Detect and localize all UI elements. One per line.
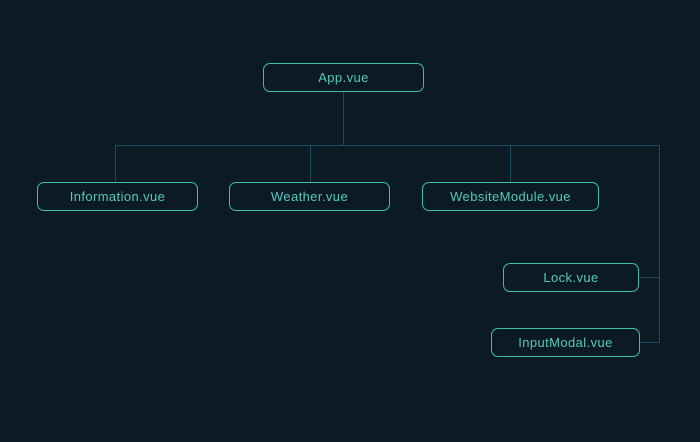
node-weather-vue: Weather.vue: [229, 182, 390, 211]
connector-arm-lock: [639, 277, 660, 278]
connector-app-stem: [343, 92, 344, 145]
connector-drop-weather: [310, 145, 311, 182]
node-inputmodal-vue: InputModal.vue: [491, 328, 640, 357]
connector-right-rail: [659, 145, 660, 343]
node-websitemodule-vue-label: WebsiteModule.vue: [450, 189, 571, 204]
node-lock-vue: Lock.vue: [503, 263, 639, 292]
node-app-vue-label: App.vue: [318, 70, 369, 85]
node-information-vue: Information.vue: [37, 182, 198, 211]
node-app-vue: App.vue: [263, 63, 424, 92]
connector-drop-websitemodule: [510, 145, 511, 182]
node-inputmodal-vue-label: InputModal.vue: [518, 335, 613, 350]
node-information-vue-label: Information.vue: [69, 189, 166, 204]
node-websitemodule-vue: WebsiteModule.vue: [422, 182, 599, 211]
node-weather-vue-label: Weather.vue: [270, 189, 349, 204]
connector-arm-inputmodal: [640, 342, 660, 343]
node-lock-vue-label: Lock.vue: [543, 270, 599, 285]
connector-children-bar: [115, 145, 660, 146]
connector-drop-information: [115, 145, 116, 182]
